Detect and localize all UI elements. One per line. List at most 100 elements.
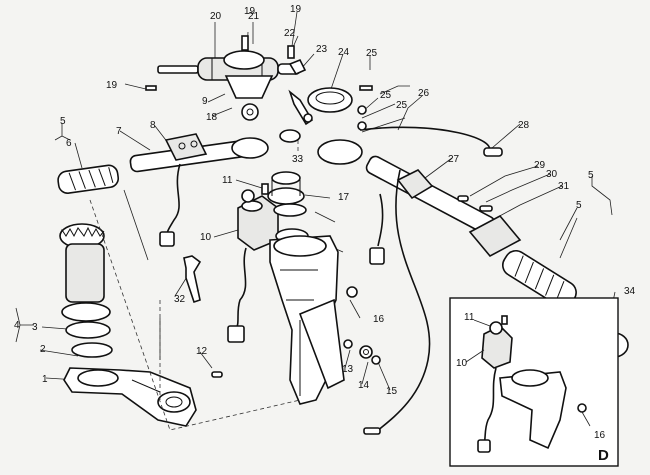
callout-17: 17 <box>338 192 350 203</box>
ignition-wire <box>235 247 247 331</box>
left-clamp <box>231 137 269 159</box>
callout-32: 32 <box>174 294 186 305</box>
callout-23: 23 <box>316 44 328 55</box>
right-handlebar-assembly <box>317 105 593 435</box>
inset-letter: D <box>598 447 609 464</box>
bolt-19-left <box>145 85 157 91</box>
frame-lower-bracket <box>298 298 345 390</box>
right-bracket-27 <box>396 169 434 200</box>
inset-callout-11: 11 <box>464 312 475 323</box>
steering-damper-assembly <box>145 35 373 143</box>
callout-18: 18 <box>206 112 218 123</box>
inset-bolt-16 <box>577 403 587 413</box>
bolt-22 <box>287 45 295 59</box>
screw-30 <box>479 205 493 212</box>
callout-5-repeat: 5 <box>576 200 582 211</box>
bolt-12-right <box>359 85 373 91</box>
callout-9: 9 <box>202 96 208 107</box>
ignition-key <box>183 255 202 304</box>
callout-30: 30 <box>546 169 558 180</box>
callout-6: 6 <box>66 138 72 149</box>
damper-bracket <box>224 75 274 99</box>
inset-wire <box>483 367 497 445</box>
callout-21: 21 <box>248 11 260 22</box>
inset-callout-labels: 11 10 16 <box>456 312 606 441</box>
stem-tube <box>65 243 105 303</box>
nut-14 <box>359 345 373 359</box>
callout-19: 19 <box>106 80 118 91</box>
callout-34: 34 <box>624 286 636 297</box>
callout-27: 27 <box>448 154 460 165</box>
callout-20: 20 <box>210 11 222 22</box>
right-handlebar-tube <box>365 155 496 235</box>
callout-19-repeat: 19 <box>244 6 256 17</box>
callout-4: 4 <box>14 320 20 331</box>
callout-10: 10 <box>200 232 212 243</box>
bolt-25 <box>357 105 367 115</box>
callout-28: 28 <box>518 120 530 131</box>
lower-triple-clamp <box>63 199 301 431</box>
stem-seal-2 <box>71 342 113 358</box>
callout-31: 31 <box>558 181 570 192</box>
callout-33: 33 <box>292 154 304 165</box>
left-handlebar-assembly <box>57 133 269 247</box>
bolt-13 <box>343 339 353 349</box>
callout-5-repeat: 5 <box>588 170 594 181</box>
bolt-16 <box>346 286 358 298</box>
callout-25-repeat: 25 <box>380 90 392 101</box>
left-switch-wire <box>166 163 181 239</box>
callout-1: 1 <box>42 374 48 385</box>
inset-callout-16: 16 <box>594 430 606 441</box>
callout-13: 13 <box>342 364 354 375</box>
inset-frame <box>499 371 567 450</box>
callout-15: 15 <box>386 386 398 397</box>
right-clamp <box>317 139 363 165</box>
damper-clamp <box>223 50 265 70</box>
callout-24: 24 <box>338 47 350 58</box>
callout-8: 8 <box>150 120 156 131</box>
cap-33 <box>279 129 301 143</box>
right-switch-connector <box>369 247 385 265</box>
inset-callout-10: 10 <box>456 358 468 369</box>
callout-7: 7 <box>116 126 122 137</box>
throttle-cable-28 <box>359 126 491 153</box>
damper-link <box>288 58 307 76</box>
bolt-12-lower <box>211 371 223 378</box>
callout-16: 16 <box>373 314 385 325</box>
callout-14: 14 <box>358 380 370 391</box>
steering-head-frame <box>269 235 381 405</box>
screw-29 <box>457 195 469 202</box>
callout-22: 22 <box>284 28 296 39</box>
callout-25: 25 <box>366 48 378 59</box>
bolt-25b <box>357 121 367 131</box>
callout-2: 2 <box>40 344 46 355</box>
inset-connector <box>477 439 491 453</box>
washer-15 <box>371 355 381 365</box>
callout-25-repeat: 25 <box>396 100 408 111</box>
detail-inset-d: D <box>449 297 619 467</box>
throttle-housing <box>468 214 522 258</box>
left-grip <box>57 164 120 194</box>
callout-29: 29 <box>534 160 546 171</box>
washer-2 <box>273 203 307 217</box>
steering-nut-17 <box>267 187 305 205</box>
left-switch-connector <box>159 231 175 247</box>
damper-pivot <box>241 103 259 121</box>
callout-26: 26 <box>418 88 430 99</box>
stem-bearing-3b <box>65 321 111 339</box>
bolt-19-top <box>241 35 249 51</box>
right-switch-wire <box>377 193 384 247</box>
callout-19-repeat: 19 <box>290 4 302 15</box>
stem-bearing-3 <box>61 302 111 322</box>
ignition-connector <box>227 325 245 343</box>
steering-stem-assembly <box>59 223 113 358</box>
bolt-11 <box>261 183 269 195</box>
callout-5: 5 <box>60 116 66 127</box>
callout-11: 11 <box>222 175 233 186</box>
clutch-cable <box>375 169 431 433</box>
left-switch-housing <box>164 133 208 161</box>
callout-3: 3 <box>32 322 38 333</box>
